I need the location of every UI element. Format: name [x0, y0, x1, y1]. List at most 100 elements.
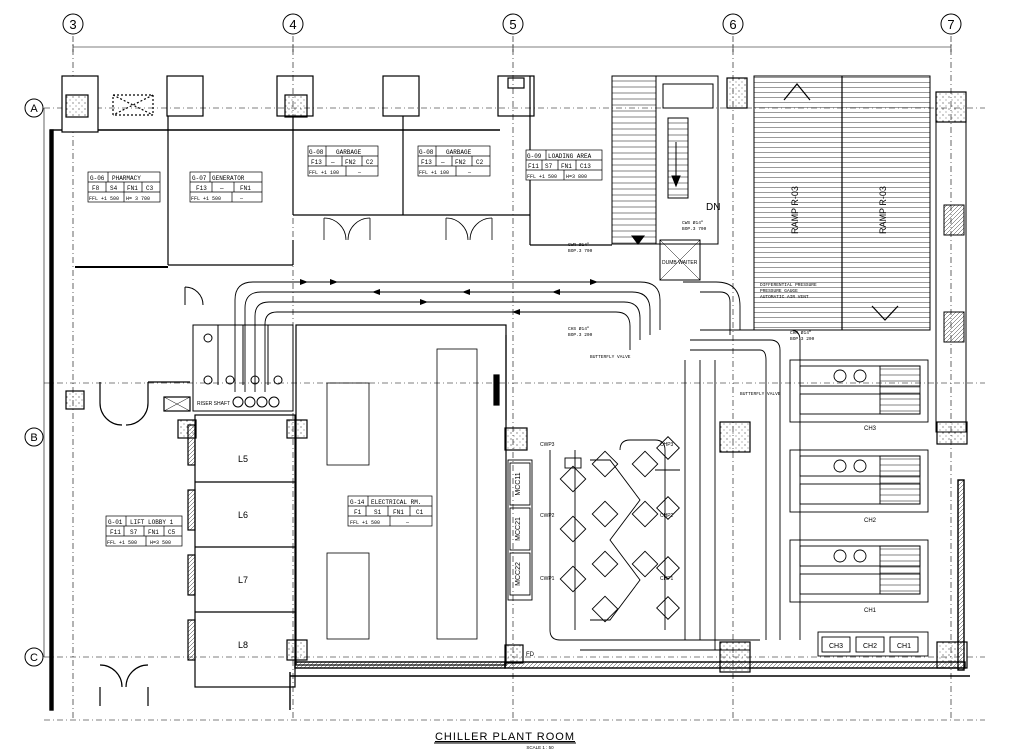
svg-text:FN1: FN1 — [127, 185, 138, 192]
svg-text:CHP2: CHP2 — [660, 513, 674, 519]
svg-text:FFL +1 100: FFL +1 100 — [419, 170, 449, 176]
svg-text:PHARMACY: PHARMACY — [112, 175, 141, 182]
room-tag-generator: G-07 GENERATOR F13 — FN1 FFL +1 500 — — [189, 171, 263, 203]
panel-label-ch2: CH2 — [863, 643, 877, 650]
pipe-direction-arrows — [300, 279, 598, 315]
svg-text:S1: S1 — [374, 509, 382, 516]
svg-text:G-06: G-06 — [90, 175, 105, 182]
svg-text:FFL +1 100: FFL +1 100 — [309, 170, 339, 176]
grid-bubble-a: A — [24, 98, 44, 118]
svg-text:C13: C13 — [580, 163, 591, 170]
drawing-title: CHILLER PLANT ROOM — [435, 731, 575, 743]
chiller-ch1 — [789, 539, 929, 603]
svg-text:FN2: FN2 — [455, 159, 466, 166]
mcc-label-11: MCC11 — [515, 472, 522, 495]
svg-text:F11: F11 — [528, 163, 539, 170]
mcc-panels — [507, 459, 533, 601]
pipe-headers — [234, 281, 801, 651]
grid-bubble-3: 3 — [62, 13, 84, 35]
structural-columns — [61, 75, 968, 673]
stair-dn-label: DN — [706, 202, 720, 213]
chiller-label-ch2: CH2 — [864, 518, 877, 524]
lift-lobby — [99, 381, 296, 706]
svg-text:FN1: FN1 — [148, 529, 159, 536]
room-tag-pharmacy: G-06 PHARMACY F8 S4 FN1 C3 FFL +1 500 H=… — [87, 171, 161, 203]
svg-text:G-01: G-01 — [108, 519, 123, 526]
svg-text:6: 6 — [729, 17, 736, 32]
svg-text:ELECTRICAL RM.: ELECTRICAL RM. — [371, 499, 421, 506]
svg-text:BOP.3 200: BOP.3 200 — [568, 332, 593, 338]
svg-text:G-08: G-08 — [309, 149, 324, 156]
svg-text:G-14: G-14 — [350, 499, 365, 506]
svg-text:3: 3 — [69, 17, 76, 32]
svg-text:DIFFERENTIAL PRESSURE: DIFFERENTIAL PRESSURE — [760, 282, 817, 288]
svg-text:F11: F11 — [110, 529, 121, 536]
svg-text:BOP.3 700: BOP.3 700 — [568, 248, 593, 254]
grid-bubble-6: 6 — [722, 13, 744, 35]
lift-label-l8: L8 — [238, 640, 248, 650]
svg-text:BUTTERFLY VALVE: BUTTERFLY VALVE — [590, 354, 631, 360]
garbage-doors — [323, 217, 493, 241]
svg-text:LIFT LOBBY 1: LIFT LOBBY 1 — [130, 519, 174, 526]
dumb-waiter-label: DUMB WAITER — [662, 260, 698, 266]
svg-text:5: 5 — [509, 17, 516, 32]
svg-text:GENERATOR: GENERATOR — [212, 175, 245, 182]
chiller-label-ch1: CH1 — [864, 608, 877, 614]
svg-text:C3: C3 — [146, 185, 154, 192]
svg-text:CWR Ø14": CWR Ø14" — [568, 241, 590, 248]
svg-text:C2: C2 — [366, 159, 374, 166]
svg-text:F1: F1 — [354, 509, 362, 516]
grid-bubble-4: 4 — [282, 13, 304, 35]
floor-drain-label: FD — [526, 652, 535, 658]
chiller-panels — [817, 631, 929, 657]
svg-text:BOP.3 200: BOP.3 200 — [790, 336, 815, 342]
svg-text:FN2: FN2 — [345, 159, 356, 166]
lift-label-l5: L5 — [238, 454, 248, 464]
svg-text:G-08: G-08 — [419, 149, 434, 156]
svg-text:CHP1: CHP1 — [660, 576, 674, 582]
chiller-label-ch3: CH3 — [864, 426, 877, 432]
electrical-room — [295, 324, 507, 666]
svg-text:H=3 500: H=3 500 — [150, 540, 171, 546]
svg-text:4: 4 — [289, 17, 296, 32]
svg-text:PRESSURE GAUGE: PRESSURE GAUGE — [760, 288, 798, 294]
svg-text:CHR Ø14": CHR Ø14" — [790, 329, 812, 336]
svg-text:—: — — [440, 159, 445, 166]
room-tag-lift-lobby: G-01 LIFT LOBBY 1 F11 S7 FN1 C5 FFL +1 5… — [105, 515, 183, 547]
svg-text:CWP2: CWP2 — [540, 513, 555, 519]
svg-text:CWP1: CWP1 — [540, 576, 555, 582]
svg-text:—: — — [357, 170, 362, 176]
riser-shaft-label: RISER SHAFT — [197, 401, 230, 407]
pump-labels: CWP3 CWP2 CWP1 CHP3 CHP2 CHP1 — [540, 442, 674, 582]
pipe-notes: DIFFERENTIAL PRESSURE PRESSURE GAUGE AUT… — [590, 282, 817, 397]
ramp-label-1: RAMP R-03 — [790, 186, 800, 234]
riser-shaft-area — [184, 286, 294, 412]
svg-text:FN1: FN1 — [393, 509, 404, 516]
svg-text:F13: F13 — [421, 159, 432, 166]
svg-text:CWP3: CWP3 — [540, 442, 555, 448]
svg-text:F8: F8 — [92, 185, 100, 192]
room-tag-electrical: G-14 ELECTRICAL RM. F1 S1 FN1 C1 FFL +1 … — [347, 495, 433, 527]
svg-text:C2: C2 — [476, 159, 484, 166]
svg-text:C: C — [30, 652, 38, 664]
svg-text:G-09: G-09 — [527, 153, 542, 160]
panel-label-ch1: CH1 — [897, 643, 911, 650]
lift-label-l7: L7 — [238, 575, 248, 585]
svg-text:CHS Ø14": CHS Ø14" — [568, 325, 590, 332]
stair-core — [611, 75, 719, 281]
svg-text:F13: F13 — [196, 185, 207, 192]
grid-bubble-c: C — [24, 647, 44, 667]
svg-text:AUTOMATIC AIR VENT: AUTOMATIC AIR VENT — [760, 294, 809, 300]
mcc-label-21: MCC21 — [515, 517, 522, 541]
svg-text:CWS Ø14": CWS Ø14" — [682, 219, 704, 226]
ramp-label-2: RAMP R-03 — [878, 186, 888, 234]
pipe-tags: CWS Ø14" BOP.3 700 CWR Ø14" BOP.3 700 CH… — [568, 219, 815, 342]
svg-text:BUTTERFLY VALVE: BUTTERFLY VALVE — [740, 391, 781, 397]
grid-bubble-b: B — [24, 427, 44, 447]
room-tag-loading-area: G-09 LOADING AREA F11 S7 FN1 C13 FFL +1 … — [525, 149, 603, 181]
svg-text:7: 7 — [947, 17, 954, 32]
svg-text:LOADING AREA: LOADING AREA — [548, 153, 592, 160]
svg-text:G-07: G-07 — [192, 175, 207, 182]
room-tag-garbage-2: G-08 GARBAGE F13 — FN2 C2 FFL +1 100 — — [417, 145, 491, 177]
svg-text:BOP.3 700: BOP.3 700 — [682, 226, 707, 232]
